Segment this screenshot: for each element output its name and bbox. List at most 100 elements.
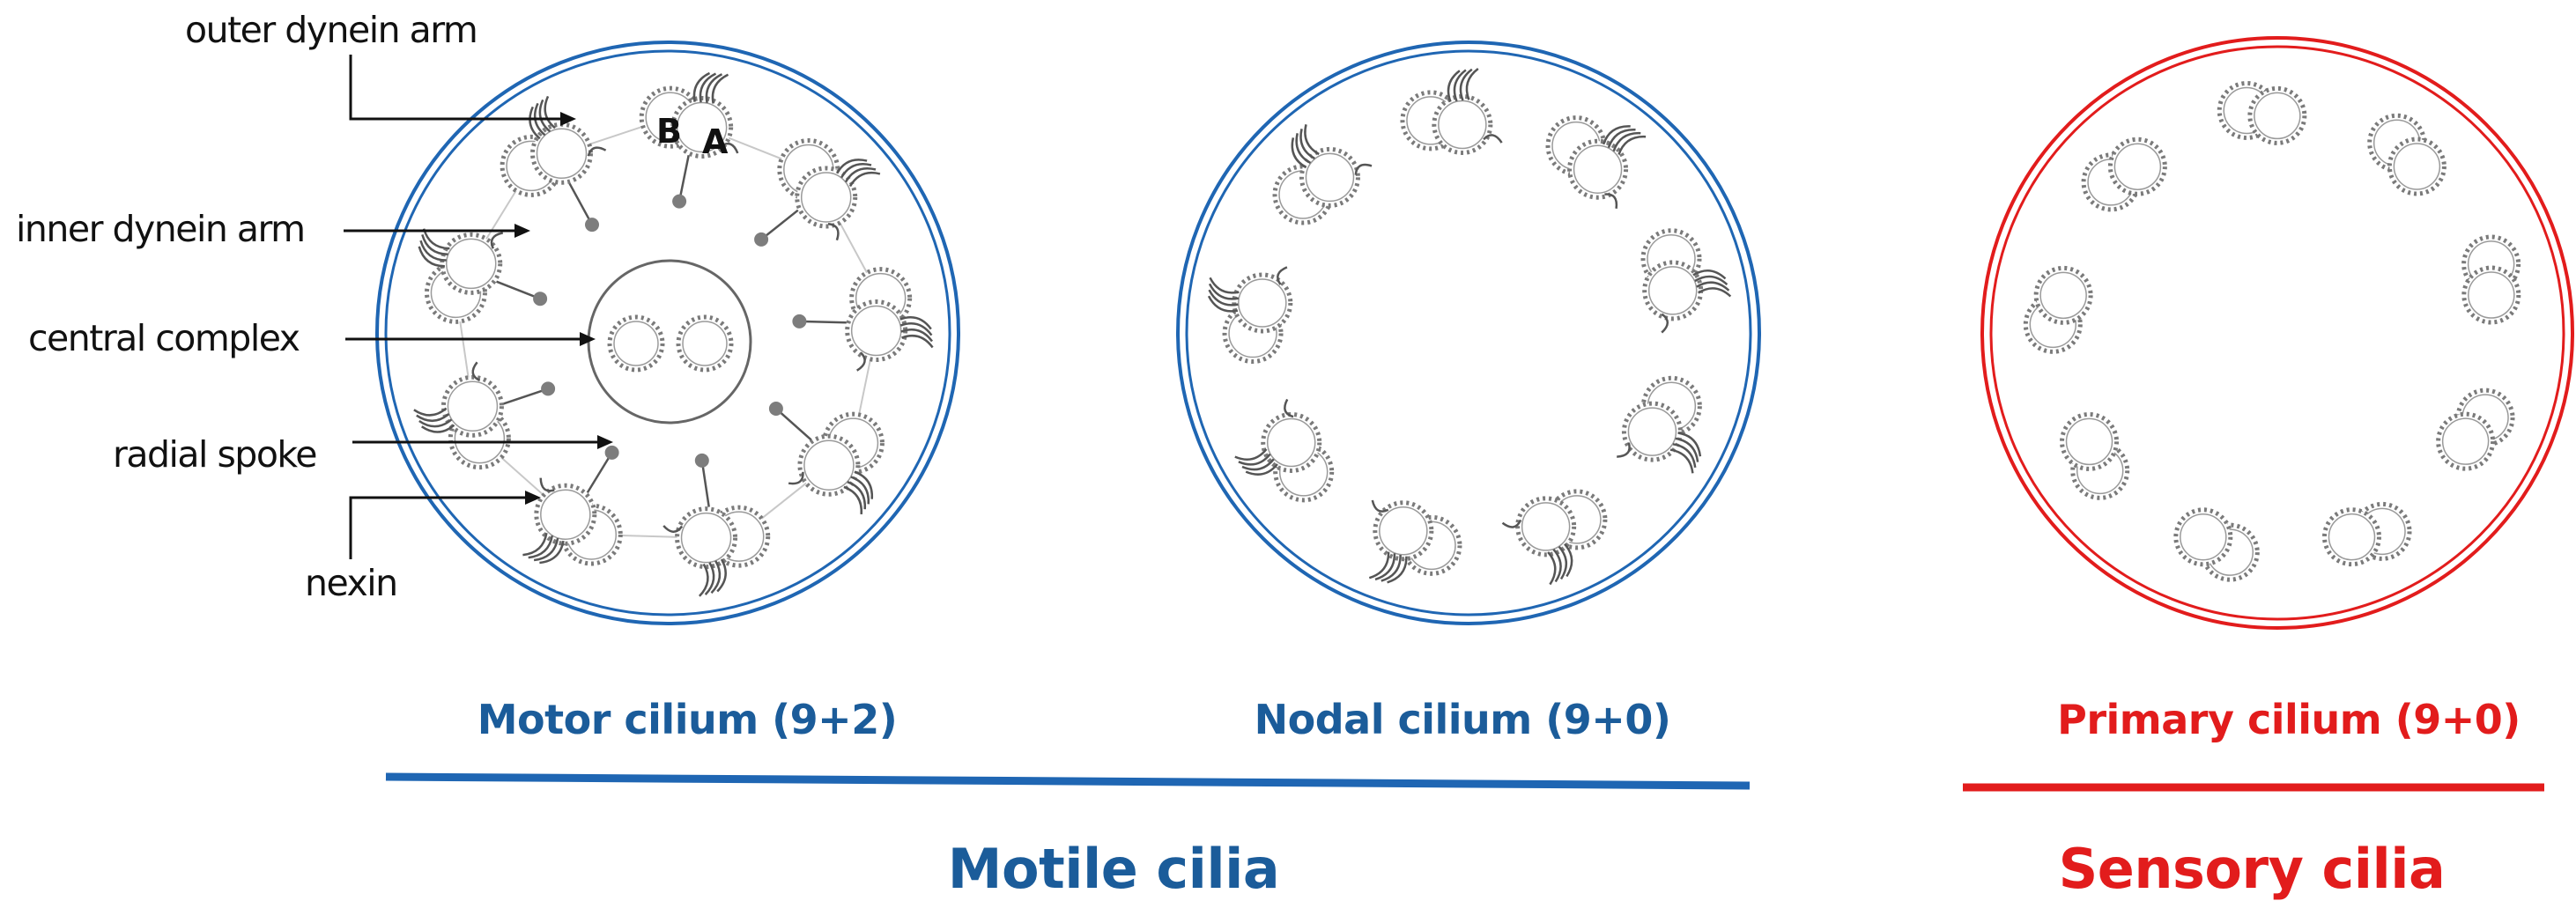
outer-dynein-arm (1234, 448, 1268, 461)
spoke-head (754, 232, 769, 247)
outer-dynein-arm (418, 418, 453, 428)
microtubule-doublet (1640, 228, 1732, 334)
outer-dynein-arm (850, 476, 870, 505)
microtubule-lumen (1238, 278, 1287, 328)
outer-dynein-arm (1698, 287, 1732, 298)
microtubule (2173, 507, 2233, 567)
spoke-head (533, 292, 548, 306)
outer-dynein-arm (900, 329, 934, 343)
arrowhead (560, 112, 576, 126)
microtubule-lumen (1647, 266, 1698, 315)
outer-dynein-arm (1696, 281, 1730, 292)
outer-dynein-arm (1612, 131, 1641, 152)
outer-dynein-arm (836, 159, 868, 174)
outer-dynein-arm (1291, 137, 1307, 169)
microtubule-lumen (680, 512, 732, 564)
radial-spoke (760, 209, 799, 240)
spoke-head (672, 194, 687, 209)
microtubule (2321, 507, 2381, 567)
outer-dynein-arm (901, 334, 934, 349)
microtubule-lumen (803, 439, 855, 491)
microtubule (1567, 138, 1629, 200)
microtubule-lumen (2328, 513, 2376, 561)
outer-dynein-arm (1672, 443, 1697, 469)
arrowhead (514, 224, 530, 238)
outer-dynein-arm (1558, 545, 1568, 580)
inner-dynein-arm (1483, 134, 1503, 144)
outer-membrane (1980, 36, 2574, 630)
microtubule (2033, 265, 2093, 325)
microtubule-doublet (2321, 501, 2412, 567)
microtubule (1515, 496, 1577, 557)
microtubule-doublet (2173, 507, 2260, 582)
microtubule-lumen (1521, 502, 1571, 551)
outer-dynein-arm (1295, 133, 1312, 165)
microtubule-doublet (413, 361, 511, 470)
outer-dynein-arm (1675, 437, 1699, 462)
label-central-complex: central complex (28, 317, 300, 359)
inner-dynein-arm (1661, 313, 1669, 334)
microtubule (1373, 500, 1434, 562)
microtubule (534, 483, 597, 546)
radial-spoke (586, 452, 613, 494)
inner-membrane (1989, 45, 2565, 621)
outer-dynein-arm (1368, 551, 1390, 580)
central-pair (607, 314, 734, 373)
microtubule-lumen (2113, 143, 2162, 190)
microtubule-lumen (447, 380, 499, 432)
outer-dynein-arm (529, 106, 541, 140)
outer-dynein-arm (533, 102, 546, 137)
microtubule (797, 433, 861, 497)
microtubule (1232, 272, 1293, 334)
microtubule (845, 299, 908, 363)
microtubule-doublet (2367, 113, 2446, 196)
outer-dynein-arm (1602, 125, 1631, 145)
arrowhead (580, 332, 596, 346)
microtubule (670, 95, 734, 159)
outer-dynein-arm (899, 322, 933, 336)
microtubule-doublet (1400, 68, 1503, 155)
microtubule-lumen (800, 172, 852, 223)
motile-group-rule (385, 772, 1751, 790)
outer-dynein-arm (418, 246, 445, 268)
radial-spoke (568, 182, 594, 225)
outer-dynein-arm (1245, 463, 1278, 476)
arrowhead (525, 491, 541, 505)
caption-motor-cilium: Motor cilium (9+2) (477, 696, 898, 743)
microtubule-doublet (1272, 124, 1373, 225)
inner-dynein-arm (539, 477, 555, 492)
outer-dynein-arm (698, 563, 709, 597)
microtubule-lumen (2039, 271, 2087, 320)
microtubule-lumen (540, 489, 591, 540)
outer-dynein-arm (544, 95, 556, 129)
outer-dynein-arm (1387, 556, 1408, 584)
arrowhead (597, 435, 613, 449)
outer-dynein-arm (413, 407, 448, 417)
microtubule-lumen (1305, 152, 1355, 203)
inner-dynein-arm (788, 471, 804, 485)
microtubule-doublet (1501, 489, 1608, 586)
outer-dynein-arm (1208, 289, 1239, 306)
outer-dynein-arm (416, 413, 450, 423)
microtubule-lumen (1266, 417, 1316, 468)
caption-sensory-cilia: Sensory cilia (2059, 837, 2446, 901)
label-tubule-b: B (656, 112, 682, 151)
outer-dynein-arm (1564, 543, 1573, 578)
motor-cilium-cross-section (375, 41, 960, 625)
outer-dynein-arm (844, 166, 877, 183)
microtubule (1621, 401, 1683, 462)
microtubule (2436, 411, 2496, 471)
microtubule-lumen (2065, 417, 2113, 466)
microtubule-lumen (676, 101, 728, 153)
outer-dynein-arm (711, 73, 729, 104)
outer-dynein-arm-arrow (349, 55, 564, 121)
outer-dynein-arm (1381, 554, 1402, 582)
outer-dynein-arm (1453, 69, 1467, 102)
microtubule-doublet (1545, 115, 1647, 209)
outer-membrane (1176, 41, 1761, 625)
outer-dynein-arm (899, 316, 932, 330)
spoke-head (604, 445, 619, 460)
microtubule-lumen (1379, 506, 1428, 556)
microtubule-lumen (1627, 407, 1677, 456)
